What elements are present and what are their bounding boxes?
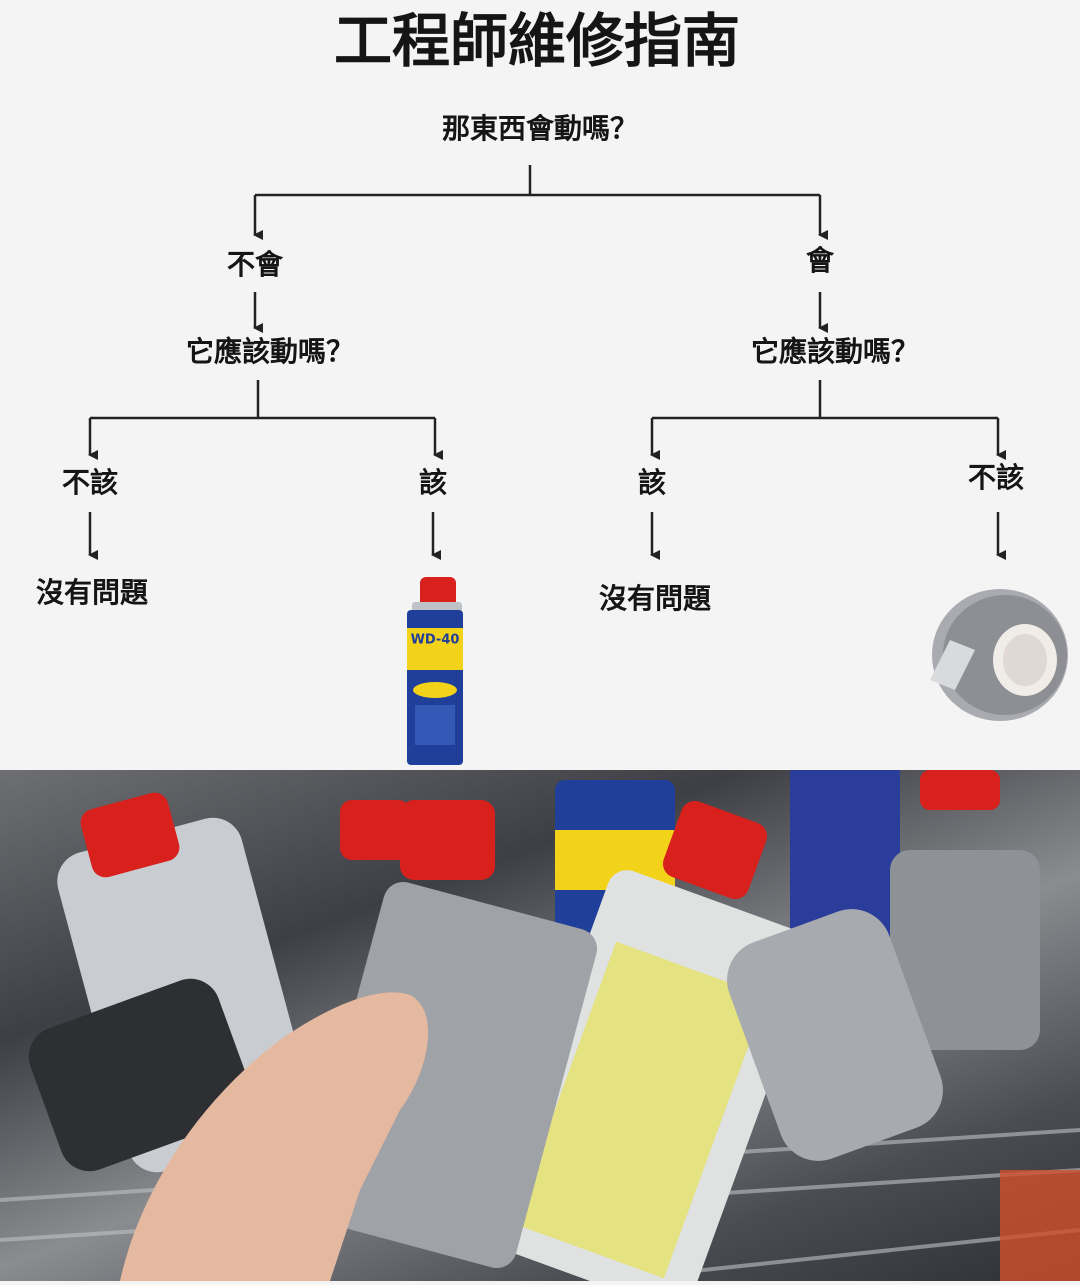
shopping-cart-photo — [0, 770, 1080, 1285]
question-right: 它應該動嗎？ — [751, 335, 919, 368]
answer-yes-moves: 會 — [806, 244, 835, 277]
answer-right-shouldnt: 不該 — [968, 461, 1024, 494]
svg-text:WD-40: WD-40 — [411, 633, 460, 648]
result-no-problem-left: 沒有問題 — [36, 576, 149, 609]
answer-no-moves: 不會 — [227, 248, 284, 281]
hand — [120, 992, 429, 1281]
answer-left-shouldnt: 不該 — [62, 466, 118, 499]
question-left: 它應該動嗎？ — [186, 335, 354, 368]
cart-wd40-duct-tape-illustration — [0, 770, 1080, 1285]
answer-right-should: 該 — [638, 466, 666, 499]
connectors — [88, 165, 1006, 560]
root-question: 那東西會動嗎？ — [442, 112, 638, 145]
flowchart: 工程師維修指南 那東西會動嗎？ 不會 會 它應該動嗎？ 它應該動嗎？ 不該 該 … — [35, 7, 1068, 765]
result-no-problem-right: 沒有問題 — [599, 582, 712, 615]
answer-left-should: 該 — [419, 466, 447, 499]
wd40-can-icon: WD-40 — [407, 577, 463, 765]
duct-tape-icon — [930, 589, 1068, 721]
title: 工程師維修指南 — [334, 7, 740, 75]
duct-tape-icon — [28, 850, 1040, 1269]
